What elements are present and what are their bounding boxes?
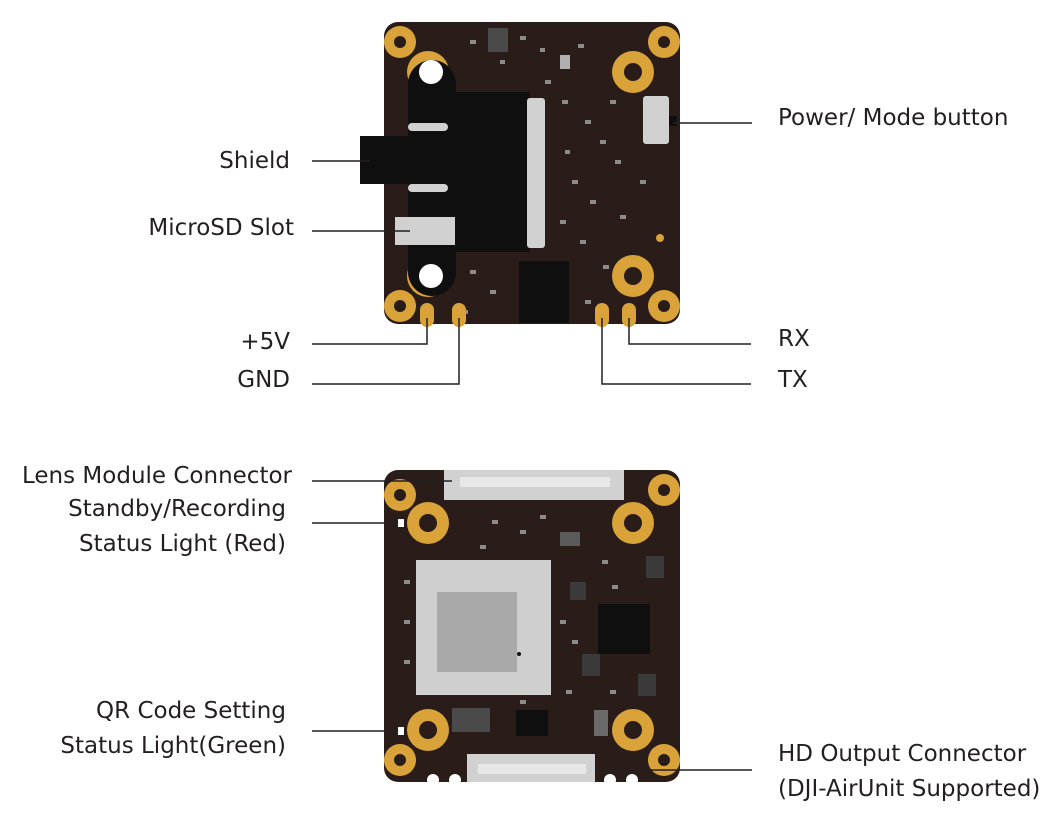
label-qr-code-line1: QR Code Setting — [96, 698, 286, 724]
power-mode-button — [643, 96, 677, 144]
label-tx: TX — [778, 367, 808, 393]
top-signal-pads — [420, 303, 636, 327]
bottom-chip-main — [598, 604, 650, 654]
bottom-leader-lines — [312, 480, 752, 771]
label-microsd-slot: MicroSD Slot — [148, 215, 294, 241]
label-standby-recording-line1: Standby/Recording — [68, 496, 286, 522]
label-power-mode-button: Power/ Mode button — [778, 105, 1009, 131]
label-hd-output-line2: (DJI-AirUnit Supported) — [778, 776, 1041, 802]
label-shield: Shield — [219, 148, 290, 174]
top-chip-small — [488, 28, 508, 52]
bottom-mount-pads — [407, 502, 654, 751]
bottom-board — [384, 470, 680, 786]
label-gnd: GND — [237, 367, 290, 393]
label-hd-output-line1: HD Output Connector — [778, 741, 1027, 767]
status-led-green — [398, 727, 404, 735]
bottom-small-chips — [452, 532, 664, 736]
top-chip-main — [519, 261, 569, 323]
label-standby-recording-line2: Status Light (Red) — [79, 531, 286, 557]
microsd-shield — [360, 60, 545, 296]
status-led-red — [398, 519, 404, 527]
label-5v: +5V — [240, 329, 290, 355]
bottom-smd-components — [404, 515, 618, 704]
top-leader-lines — [312, 122, 752, 385]
label-qr-code-line2: Status Light(Green) — [60, 733, 286, 759]
top-board — [360, 22, 680, 327]
label-rx: RX — [778, 326, 810, 352]
label-lens-module-connector: Lens Module Connector — [22, 463, 293, 489]
